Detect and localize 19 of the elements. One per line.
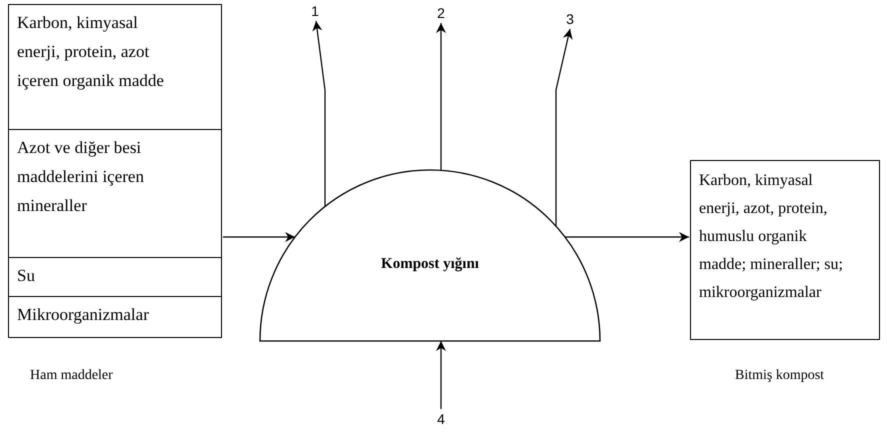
arrow — [223, 232, 296, 242]
arrow — [312, 20, 326, 206]
arrow — [436, 341, 446, 409]
arrow — [555, 28, 573, 226]
arrow — [564, 232, 689, 242]
input-list-box — [8, 4, 222, 338]
input-item: Mikroorganizmalar — [9, 296, 221, 337]
node-label: Bitmiş kompost — [735, 368, 824, 384]
flow-number: 3 — [563, 10, 577, 28]
node-label: Ham maddeler — [30, 368, 113, 384]
input-item: Azot ve diğer besi maddelerini içeren mineraller — [9, 129, 221, 257]
flow-number: 2 — [434, 4, 448, 22]
flow-number: 1 — [308, 2, 322, 20]
input-item: Karbon, kimyasal enerji, protein, azot içeren organik madde — [9, 5, 221, 129]
pile-label: Kompost yığını — [380, 256, 480, 273]
arrow — [436, 23, 446, 170]
input-item: Su — [9, 257, 221, 296]
output-box: Karbon, kimyasal enerji, azot, protein, humuslu organik madde; mineraller; su; mikroorganizmalar — [690, 160, 880, 340]
flow-number: 4 — [434, 410, 448, 428]
